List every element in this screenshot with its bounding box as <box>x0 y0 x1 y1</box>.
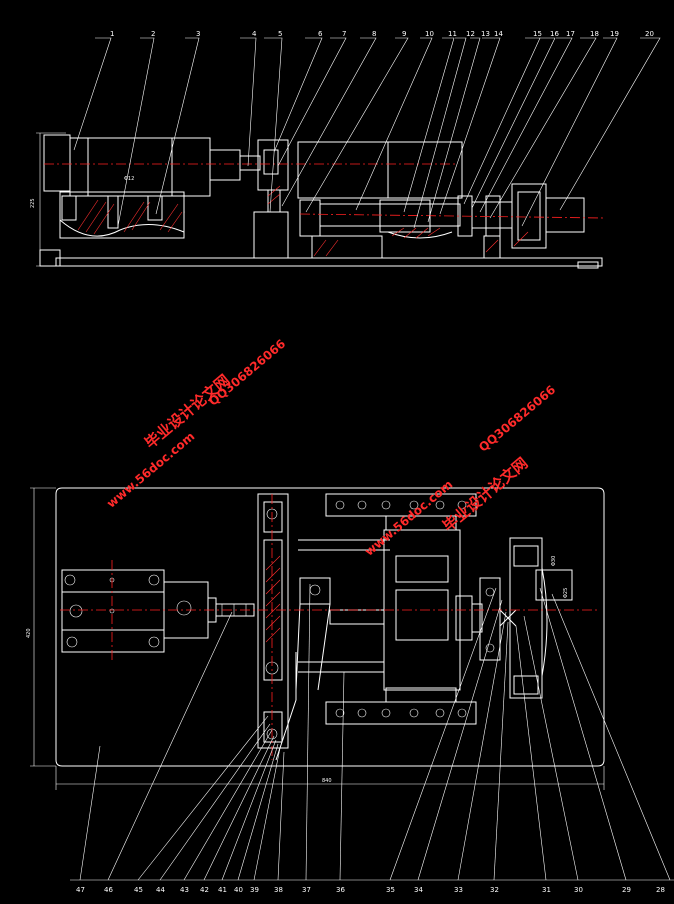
callout-bottom-46: 46 <box>104 886 113 894</box>
callout-bottom-28: 28 <box>656 886 665 894</box>
callout-top-18: 18 <box>590 30 599 38</box>
callout-bottom-39: 39 <box>250 886 259 894</box>
callout-bottom-30: 30 <box>574 886 583 894</box>
bottom-callout-leaders <box>70 583 674 881</box>
plan-view: 420 840 <box>26 487 605 790</box>
dim-detail-2: Φ25 <box>563 588 569 598</box>
callout-top-10: 10 <box>425 30 434 38</box>
callout-bottom-35: 35 <box>386 886 395 894</box>
callout-bottom-32: 32 <box>490 886 499 894</box>
clamp-hatch <box>77 199 183 235</box>
callout-bottom-36: 36 <box>336 886 345 894</box>
callout-bottom-41: 41 <box>218 886 227 894</box>
callout-top-19: 19 <box>610 30 619 38</box>
callout-top-3: 3 <box>196 30 200 38</box>
callout-top-2: 2 <box>151 30 155 38</box>
callout-bottom-40: 40 <box>234 886 243 894</box>
dim-detail-small: Φ12 <box>124 176 134 182</box>
callout-top-6: 6 <box>318 30 323 38</box>
callout-bottom-47: 47 <box>76 886 85 894</box>
callout-top-14: 14 <box>494 30 503 38</box>
callout-top-13: 13 <box>481 30 490 38</box>
top-callout-numbers: 1 2 3 4 5 6 7 8 9 10 11 12 13 14 15 16 1… <box>110 30 654 38</box>
callout-bottom-43: 43 <box>180 886 189 894</box>
front-view: 225 Φ12 <box>30 132 605 269</box>
callout-bottom-29: 29 <box>622 886 631 894</box>
callout-top-12: 12 <box>466 30 475 38</box>
dim-detail-1: Φ30 <box>551 556 557 566</box>
callout-top-8: 8 <box>372 30 376 38</box>
callout-top-5: 5 <box>278 30 282 38</box>
callout-top-7: 7 <box>342 30 346 38</box>
callout-top-16: 16 <box>550 30 559 38</box>
callout-bottom-44: 44 <box>156 886 165 894</box>
callout-bottom-33: 33 <box>454 886 463 894</box>
callout-bottom-34: 34 <box>414 886 423 894</box>
callout-bottom-45: 45 <box>134 886 143 894</box>
dim-plan-width: 840 <box>322 778 332 784</box>
callout-bottom-38: 38 <box>274 886 283 894</box>
dim-plan-height: 420 <box>26 628 32 638</box>
callout-bottom-31: 31 <box>542 886 551 894</box>
callout-top-9: 9 <box>402 30 406 38</box>
bottom-callout-numbers: 47 46 45 44 43 42 41 40 39 38 37 36 35 3… <box>76 886 665 894</box>
top-callout-leaders <box>73 37 661 229</box>
jaw-hatch <box>265 555 281 643</box>
callout-top-20: 20 <box>645 30 654 38</box>
callout-top-17: 17 <box>566 30 575 38</box>
dim-top-height: 225 <box>30 198 36 208</box>
callout-bottom-42: 42 <box>200 886 209 894</box>
callout-top-11: 11 <box>448 30 457 38</box>
callout-top-1: 1 <box>110 30 114 38</box>
callout-bottom-37: 37 <box>302 886 311 894</box>
callout-top-15: 15 <box>533 30 542 38</box>
callout-top-4: 4 <box>252 30 257 38</box>
